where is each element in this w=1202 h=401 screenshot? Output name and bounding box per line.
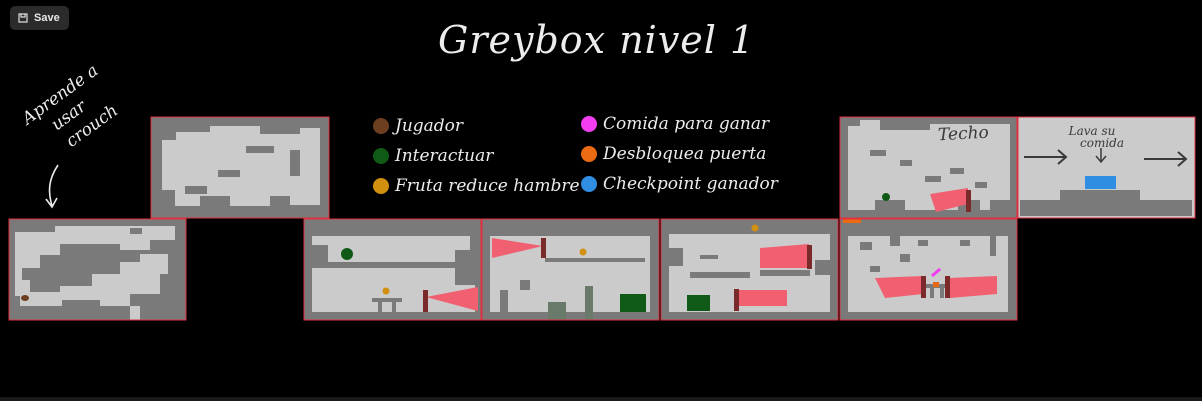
food-marker xyxy=(931,267,941,278)
page-title: Greybox nivel 1 xyxy=(438,18,756,62)
unlock-dot-icon xyxy=(581,146,597,162)
legend-label: Jugador xyxy=(395,116,464,136)
lava-note: Lava su comida xyxy=(1060,125,1124,149)
unlock-marker xyxy=(933,282,939,287)
interact-dot-icon xyxy=(373,148,389,164)
interact-marker xyxy=(882,193,890,201)
fruit-marker xyxy=(382,287,390,295)
laser-beam xyxy=(426,287,478,311)
legend-item-unlock: Desbloquea puerta xyxy=(581,144,766,164)
arrow-down-icon xyxy=(1095,148,1107,164)
room-5 xyxy=(660,218,839,321)
laser-beam xyxy=(760,244,809,268)
legend-label: Comida para ganar xyxy=(603,114,770,134)
legend-item-checkpoint: Checkpoint ganador xyxy=(581,174,778,194)
room-6 xyxy=(839,218,1018,321)
room-ceiling xyxy=(839,116,1018,219)
laser-beam xyxy=(948,276,997,298)
player-dot-icon xyxy=(373,118,389,134)
fruit-marker xyxy=(579,248,587,256)
laser-post xyxy=(423,290,428,312)
save-icon xyxy=(18,13,28,23)
laser-post xyxy=(945,276,950,298)
player-marker xyxy=(21,295,29,301)
laser-post xyxy=(966,190,971,212)
arrow-right-icon xyxy=(1024,149,1068,165)
laser-beam xyxy=(492,238,543,258)
bottom-bar xyxy=(0,397,1202,401)
room-start xyxy=(8,218,187,321)
laser-post xyxy=(921,276,926,298)
legend-label: Fruta reduce hambre xyxy=(395,176,580,196)
lava-note-line: Lava su xyxy=(1068,124,1116,138)
lava-note-line: comida xyxy=(1080,136,1124,150)
fruit-marker xyxy=(751,224,759,232)
legend-item-fruit: Fruta reduce hambre xyxy=(373,176,580,196)
legend-item-food: Comida para ganar xyxy=(581,114,769,134)
legend-label: Checkpoint ganador xyxy=(603,174,778,194)
laser-post xyxy=(541,238,546,258)
save-label: Save xyxy=(34,12,60,24)
laser-beam xyxy=(930,188,968,212)
fruit-dot-icon xyxy=(373,178,389,194)
room-upper xyxy=(150,116,330,219)
room-3 xyxy=(303,218,482,321)
room-4 xyxy=(481,218,660,321)
legend-label: Desbloquea puerta xyxy=(603,144,767,164)
legend-item-interact: Interactuar xyxy=(373,146,493,166)
arrow-right-icon xyxy=(1144,151,1188,167)
checkpoint-marker xyxy=(1085,176,1116,189)
laser-post xyxy=(807,245,812,269)
laser-beam xyxy=(738,290,787,306)
room-lava xyxy=(1017,116,1196,219)
interact-marker xyxy=(341,248,353,260)
ceiling-note: Techo xyxy=(937,122,990,146)
crouch-arrow-icon xyxy=(45,164,59,209)
laser-beam xyxy=(875,276,923,298)
laser-post xyxy=(734,289,739,311)
legend-label: Interactuar xyxy=(395,146,494,166)
checkpoint-dot-icon xyxy=(581,176,597,192)
food-dot-icon xyxy=(581,116,597,132)
save-button[interactable]: Save xyxy=(10,6,69,30)
legend-item-player: Jugador xyxy=(373,116,463,136)
